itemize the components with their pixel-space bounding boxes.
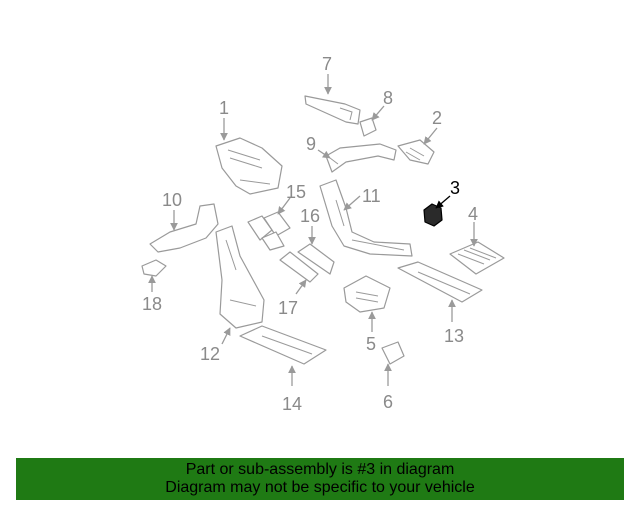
callout-3: 3 (450, 178, 460, 198)
callout-10: 10 (162, 190, 182, 210)
callout-1: 1 (219, 98, 229, 118)
part-7-duct (304, 95, 361, 125)
part-5-outlet (343, 275, 391, 313)
callout-17: 17 (278, 298, 298, 318)
callout-6: 6 (383, 392, 393, 412)
part-10-duct (149, 203, 219, 253)
callout-2: 2 (432, 108, 442, 128)
info-banner: Part or sub-assembly is #3 in diagram Di… (16, 458, 624, 500)
part-13-duct (397, 261, 483, 303)
callout-9: 9 (306, 134, 316, 154)
part-9-duct (325, 143, 397, 173)
callout-5: 5 (366, 334, 376, 354)
part-15-brackets (247, 211, 291, 251)
banner-line-1: Part or sub-assembly is #3 in diagram (185, 461, 455, 478)
part-6-clip (381, 341, 405, 365)
callout-12: 12 (200, 344, 220, 364)
part-2-vent (397, 139, 435, 165)
part-4-grille (449, 241, 505, 275)
part-8-clip (359, 117, 377, 137)
part-14-duct (239, 325, 327, 365)
part-16-duct (297, 243, 335, 275)
part-12-duct (215, 225, 265, 329)
part-3-highlighted (423, 203, 443, 227)
callout-13: 13 (444, 326, 464, 346)
callout-8: 8 (383, 88, 393, 108)
callout-7: 7 (322, 54, 332, 74)
callout-15: 15 (286, 182, 306, 202)
part-18-gasket (141, 259, 167, 277)
part-11-duct (319, 179, 413, 257)
part-17-duct (279, 251, 319, 283)
callout-14: 14 (282, 394, 302, 414)
callout-16: 16 (300, 206, 320, 226)
part-1-center-vent (215, 137, 283, 195)
callout-18: 18 (142, 294, 162, 314)
banner-line-2: Diagram may not be specific to your vehi… (165, 479, 475, 496)
callout-11: 11 (362, 186, 381, 206)
callout-4: 4 (468, 204, 478, 224)
